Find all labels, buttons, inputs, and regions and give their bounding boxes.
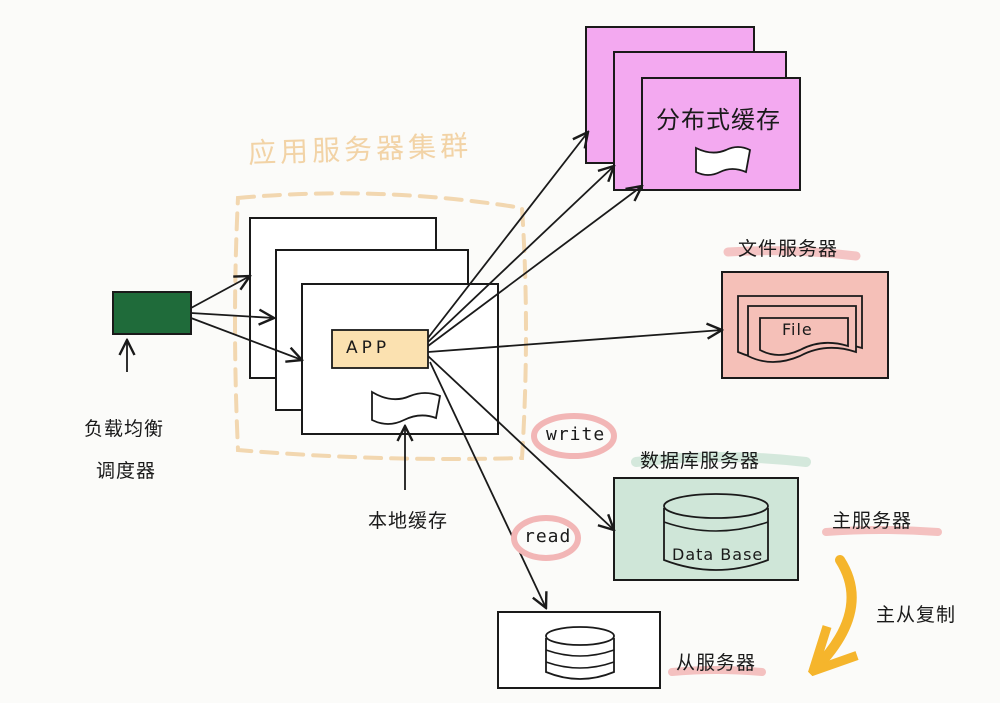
cluster-boundary [233, 191, 528, 461]
load-balancer-box [112, 291, 192, 335]
app-box [331, 329, 429, 369]
database-cylinder [663, 493, 769, 571]
read-label: read [524, 526, 572, 547]
read-highlight [511, 515, 581, 561]
file-label: File [782, 320, 813, 339]
local-cache-label: 本地缓存 [368, 510, 449, 532]
replication-label: 主从复制 [876, 604, 957, 626]
replication-arrow [816, 555, 852, 668]
slave-database-cylinder [545, 626, 615, 680]
db-server-label: 数据库服务器 [640, 450, 761, 472]
load-balancer-label-line1: 负载均衡 [84, 418, 165, 440]
database-label: Data Base [672, 545, 764, 564]
slave-label: 从服务器 [676, 652, 757, 674]
distributed-cache-stack [585, 26, 801, 191]
file-shapes [737, 295, 863, 363]
write-highlight [531, 413, 617, 459]
write-label: write [546, 424, 606, 445]
file-server-label: 文件服务器 [738, 238, 839, 260]
load-balancer-label-line2: 调度器 [96, 460, 157, 482]
local-cache-shape [371, 390, 442, 425]
distributed-cache-shape [695, 146, 752, 176]
distributed-cache-label: 分布式缓存 [656, 106, 781, 134]
app-label: APP [346, 338, 391, 358]
cluster-label: 应用服务器集群 [247, 129, 473, 170]
master-label: 主服务器 [832, 510, 913, 532]
